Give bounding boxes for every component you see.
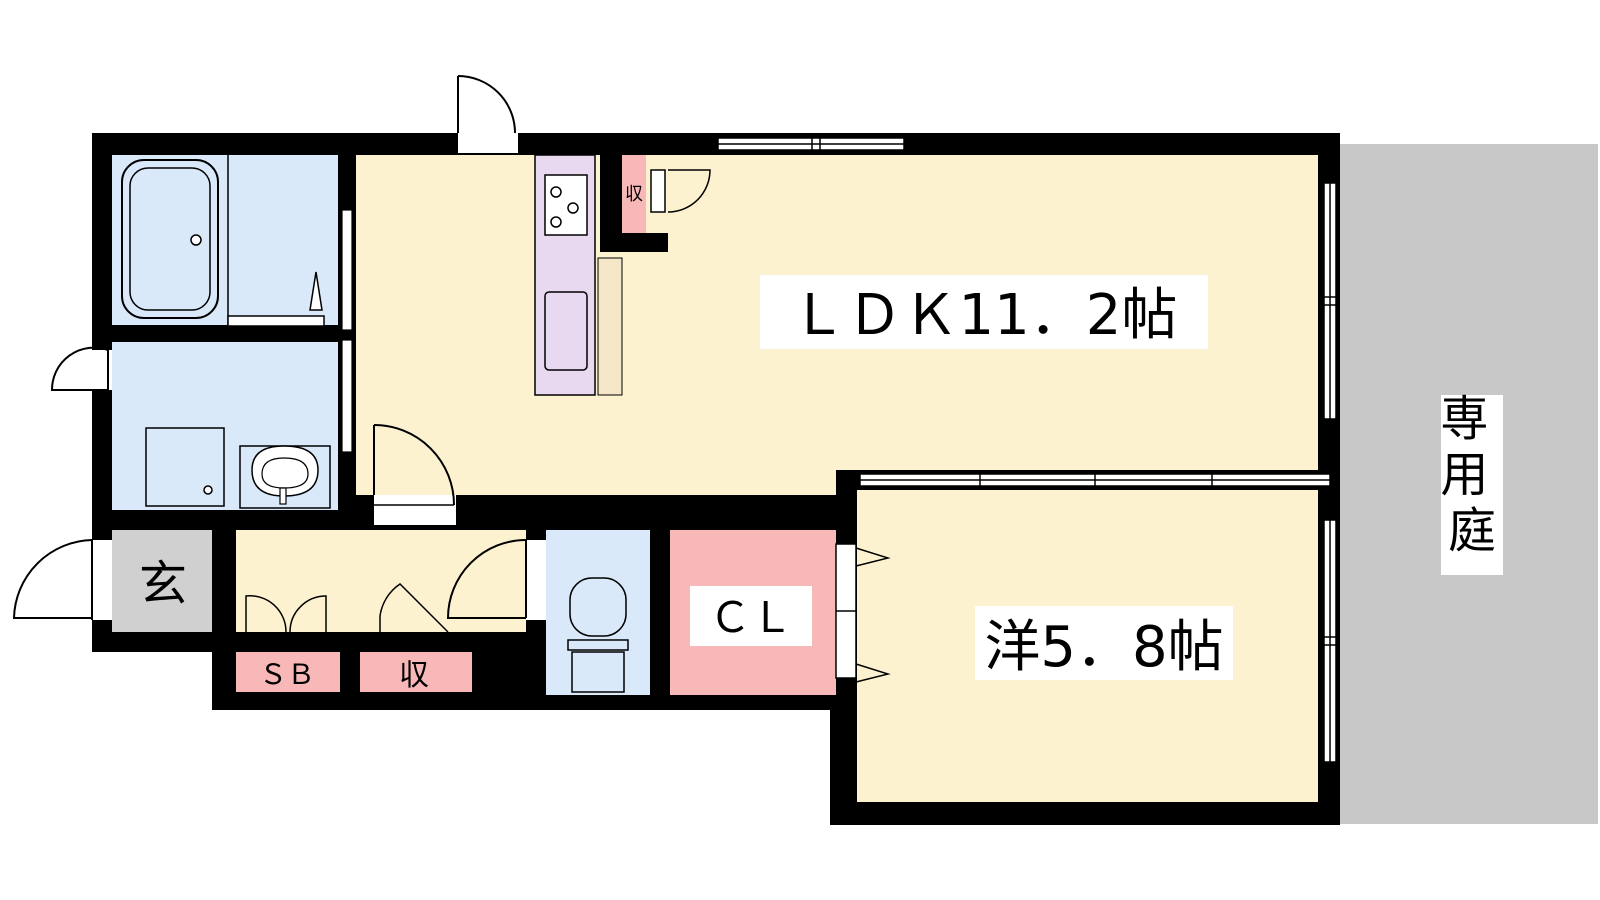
door-ldk[interactable] [373, 424, 455, 506]
door-closet-upper[interactable] [855, 547, 891, 567]
wall-storage-divider [340, 652, 360, 692]
cl-label: ＣＬ [709, 593, 793, 642]
western-label: 洋5．8帖 [984, 615, 1223, 680]
door-shoe-box-right[interactable] [289, 595, 327, 633]
toilet-icon [569, 577, 627, 637]
door-toilet[interactable] [446, 539, 527, 619]
bathtub [121, 159, 219, 319]
door-hall-storage[interactable] [379, 583, 449, 633]
door-ldk-opening [374, 495, 456, 525]
partition-wash [341, 339, 353, 453]
wall-toilet-right [650, 530, 670, 695]
wall-hall-bottom [212, 632, 526, 652]
door-entrance[interactable] [12, 539, 93, 619]
entrance-label: 玄 [139, 556, 187, 612]
hallway-floor [236, 530, 526, 632]
door-top[interactable] [457, 75, 516, 134]
partition-bath [341, 209, 353, 331]
wall-hall-top [92, 510, 838, 530]
entrance-floor [112, 530, 212, 632]
western-label-bg [975, 606, 1233, 680]
sink-icon [544, 291, 588, 371]
hall-storage-label: 収 [399, 658, 429, 693]
shoe-box-label: ＳＢ [259, 658, 315, 691]
kitchen-storage [622, 155, 646, 233]
garden-char-2: 用 [1440, 447, 1488, 503]
shower-icon [309, 271, 323, 311]
stove-icon [544, 174, 588, 236]
garden-label-bg [1441, 395, 1503, 575]
door-closet-lower[interactable] [855, 663, 891, 683]
garden-char-3: 庭 [1448, 503, 1496, 559]
door-top-opening [458, 133, 518, 153]
hall-storage [360, 652, 472, 692]
kitchen-storage-label: 収 [625, 184, 643, 205]
cl-label-bg [690, 586, 812, 646]
washing-machine [145, 427, 225, 507]
wall-entrance [212, 530, 236, 630]
bathtub-drain [190, 234, 202, 246]
door-shoe-box-left[interactable] [245, 595, 287, 633]
kitchen-storage-wall [600, 155, 668, 252]
ldk-label: ＬＤＫ11．2帖 [791, 283, 1178, 348]
garden-char-1: 専 [1440, 391, 1488, 447]
wall-bath-ldk [338, 155, 356, 510]
wall-bath-wash [112, 325, 338, 342]
shoe-box [236, 652, 340, 692]
kitchen-bar [597, 257, 623, 396]
garden-label: 専 用 庭 [1440, 391, 1503, 559]
door-kitchen-storage[interactable] [667, 169, 711, 213]
door-washroom[interactable] [50, 346, 109, 391]
ldk-label-bg [760, 275, 1208, 349]
